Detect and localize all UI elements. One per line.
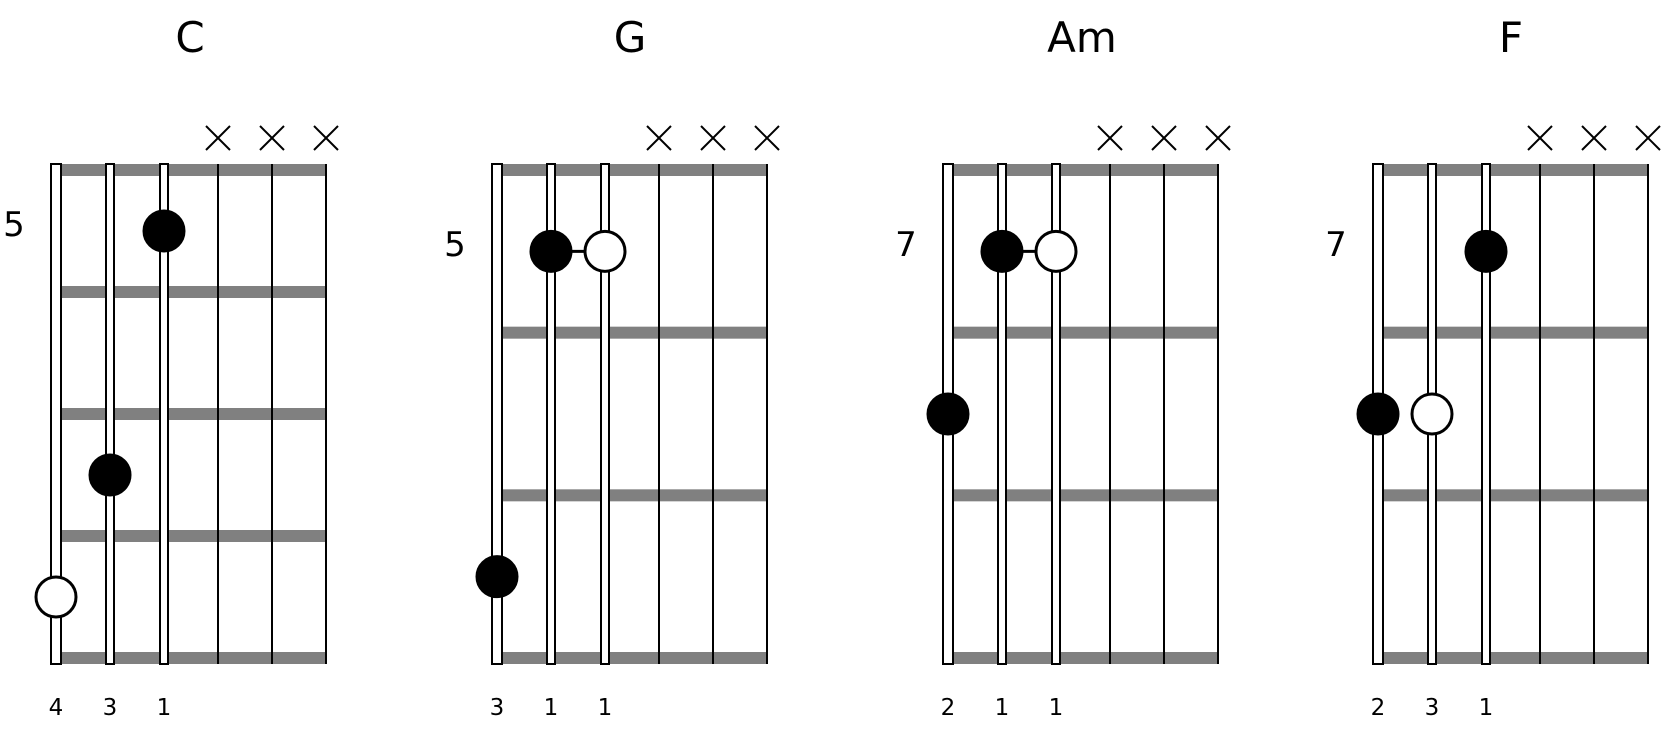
muted-string-x-icon xyxy=(1635,125,1661,151)
finger-dot xyxy=(1356,392,1400,436)
x-stroke xyxy=(1205,125,1231,151)
fret-line xyxy=(1378,326,1648,339)
finger-dot xyxy=(88,453,132,497)
fret-position-label: 7 xyxy=(895,225,917,265)
string-line xyxy=(600,163,610,665)
fret-position-label: 7 xyxy=(1325,225,1347,265)
open-finger-dot xyxy=(1410,392,1454,436)
muted-string-x-icon xyxy=(1151,125,1177,151)
fret-line xyxy=(56,408,326,420)
string-line xyxy=(1481,163,1491,665)
fret-line xyxy=(497,489,767,502)
open-finger-dot xyxy=(34,575,78,619)
finger-number-label: 1 xyxy=(598,695,613,721)
finger-dot xyxy=(926,392,970,436)
string-line xyxy=(491,163,503,665)
fret-line xyxy=(948,652,1218,664)
finger-dot xyxy=(1464,229,1508,273)
open-finger-dot xyxy=(583,229,627,273)
string-line xyxy=(50,163,62,665)
chord-name: Am xyxy=(1047,13,1117,62)
x-stroke xyxy=(1097,125,1123,151)
string-line xyxy=(997,163,1007,665)
chord-name: C xyxy=(175,13,204,62)
finger-dot xyxy=(529,229,573,273)
x-stroke xyxy=(1581,125,1607,151)
finger-dot xyxy=(980,229,1024,273)
muted-string-x-icon xyxy=(259,125,285,151)
muted-string-x-icon xyxy=(1527,125,1553,151)
finger-dot xyxy=(475,555,519,599)
finger-number-label: 4 xyxy=(49,695,64,721)
chord-name: F xyxy=(1499,13,1523,62)
muted-string-x-icon xyxy=(205,125,231,151)
finger-dot xyxy=(142,209,186,253)
muted-string-x-icon xyxy=(646,125,672,151)
muted-string-x-icon xyxy=(1205,125,1231,151)
fret-line xyxy=(56,652,326,664)
fret-line xyxy=(497,652,767,664)
string-line xyxy=(546,163,556,665)
chord-diagram-g: G 5 3 1 1 xyxy=(444,13,780,721)
finger-number-label: 3 xyxy=(103,695,118,721)
chord-diagram-am: Am 7 2 1 1 xyxy=(895,13,1231,721)
finger-number-label: 2 xyxy=(1371,695,1386,721)
x-stroke xyxy=(754,125,780,151)
finger-number-label: 1 xyxy=(544,695,559,721)
fret-line xyxy=(948,326,1218,339)
x-stroke xyxy=(313,125,339,151)
chord-name: G xyxy=(614,13,647,62)
muted-string-x-icon xyxy=(700,125,726,151)
finger-number-label: 2 xyxy=(941,695,956,721)
finger-number-label: 1 xyxy=(1479,695,1494,721)
string-line xyxy=(1051,163,1061,665)
finger-number-label: 1 xyxy=(157,695,172,721)
muted-string-x-icon xyxy=(754,125,780,151)
x-stroke xyxy=(1151,125,1177,151)
chord-diagram-f: F 7 2 3 1 xyxy=(1325,13,1661,721)
string-line xyxy=(159,163,169,665)
finger-number-label: 1 xyxy=(995,695,1010,721)
muted-string-x-icon xyxy=(1581,125,1607,151)
fret-line xyxy=(948,164,1218,176)
x-stroke xyxy=(1527,125,1553,151)
fret-line xyxy=(56,164,326,176)
x-stroke xyxy=(646,125,672,151)
finger-number-label: 3 xyxy=(490,695,505,721)
finger-number-label: 1 xyxy=(1049,695,1064,721)
x-stroke xyxy=(205,125,231,151)
muted-string-x-icon xyxy=(1097,125,1123,151)
fret-line xyxy=(497,164,767,176)
x-stroke xyxy=(1635,125,1661,151)
x-stroke xyxy=(259,125,285,151)
x-stroke xyxy=(700,125,726,151)
chord-diagram-c: C 5 4 3 1 xyxy=(3,13,339,721)
fret-position-label: 5 xyxy=(3,205,25,245)
fret-line xyxy=(1378,164,1648,176)
fret-line xyxy=(56,530,326,542)
fret-line xyxy=(948,489,1218,502)
fret-line xyxy=(497,326,767,339)
fret-line xyxy=(56,286,326,298)
string-line xyxy=(105,163,115,665)
open-finger-dot xyxy=(1034,229,1078,273)
muted-string-x-icon xyxy=(313,125,339,151)
fret-line xyxy=(1378,489,1648,502)
finger-number-label: 3 xyxy=(1425,695,1440,721)
fret-position-label: 5 xyxy=(444,225,466,265)
fret-line xyxy=(1378,652,1648,664)
